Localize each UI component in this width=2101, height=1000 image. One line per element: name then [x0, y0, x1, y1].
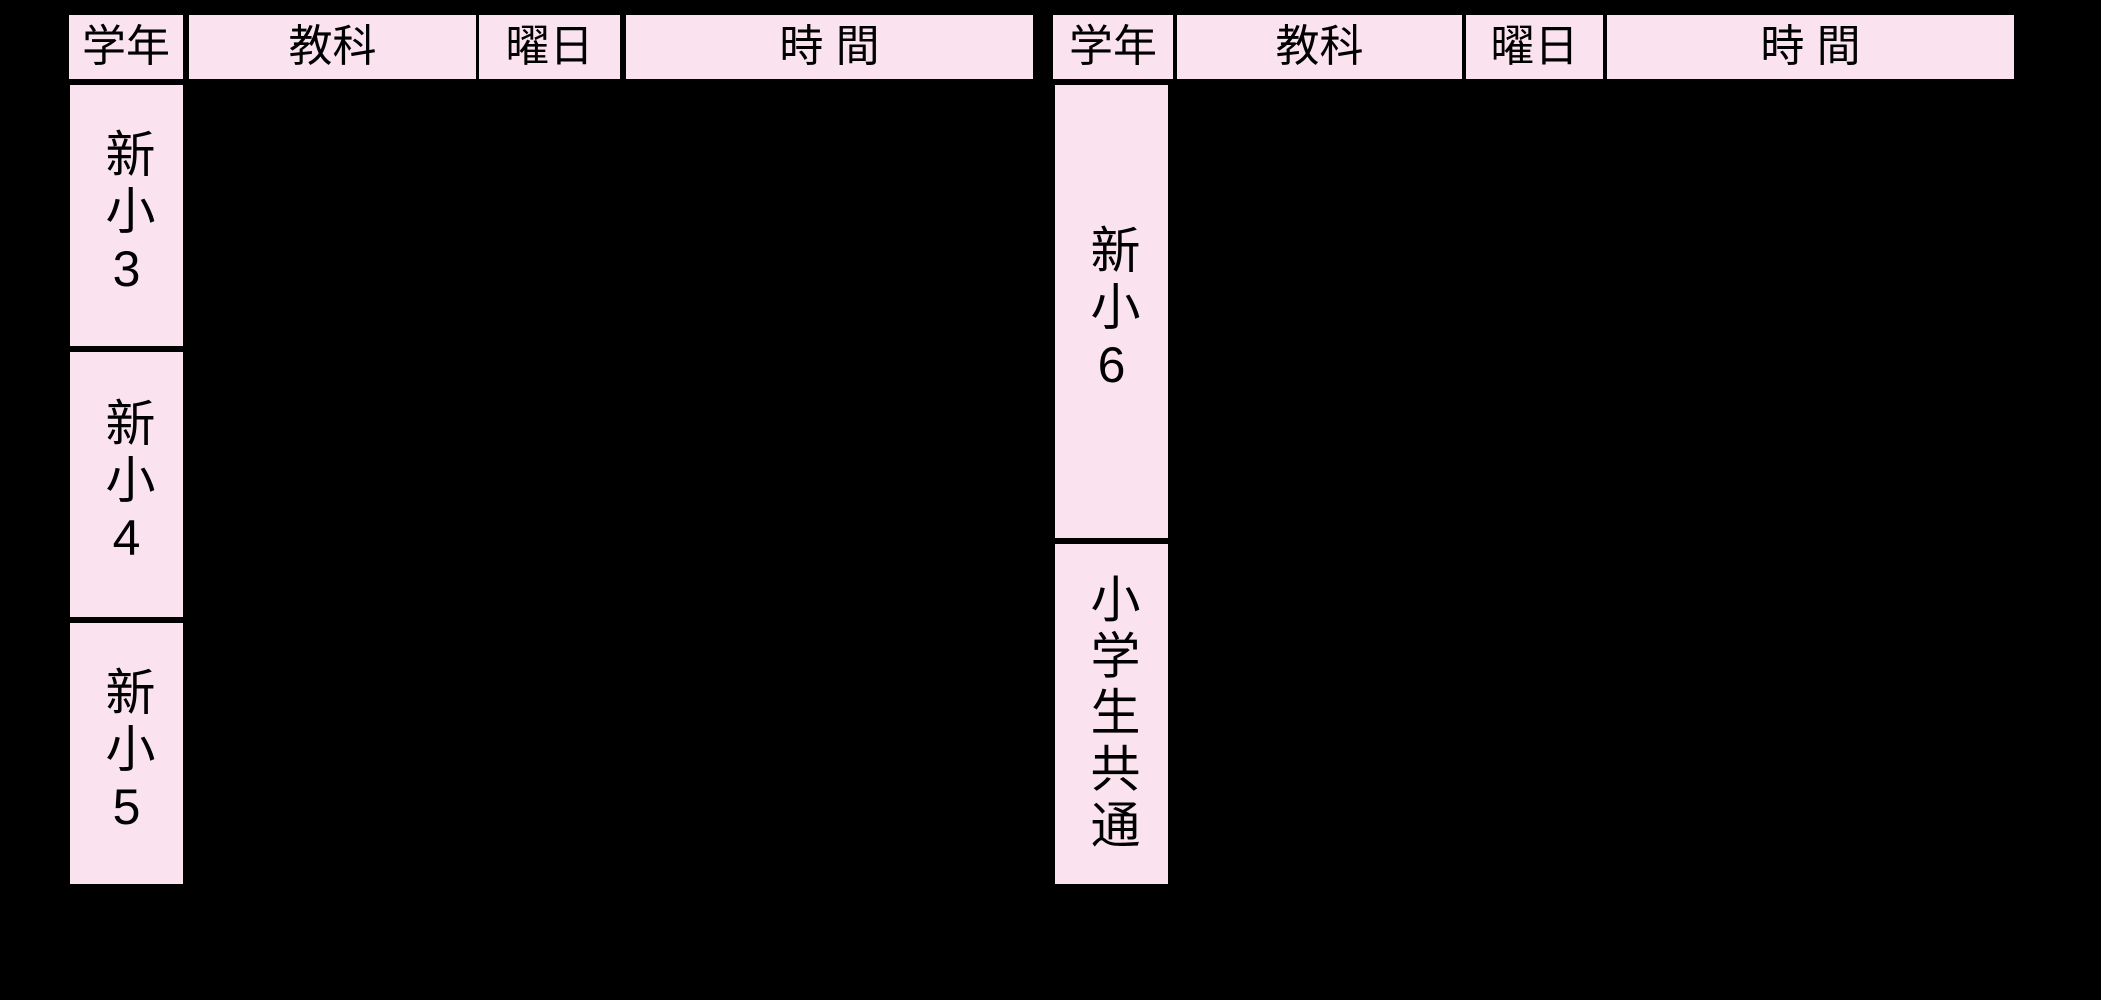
- right-header-subject: 教科: [1177, 15, 1462, 79]
- grade-label: 新小6: [1083, 223, 1140, 400]
- right-grade-row-shogakusei-kyotsu: 小学生共通: [1055, 544, 1168, 887]
- right-header-day: 曜日: [1466, 15, 1603, 79]
- left-header-day: 曜日: [479, 15, 620, 79]
- grade-label: 小学生共通: [1083, 572, 1140, 856]
- left-grade-row-shinsho5: 新小5: [70, 623, 183, 887]
- left-grade-row-shinsho4: 新小4: [70, 352, 183, 620]
- left-header-subject: 教科: [189, 15, 476, 79]
- left-header-grade: 学年: [69, 15, 183, 79]
- grade-label: 新小4: [98, 396, 155, 573]
- grade-label: 新小3: [98, 127, 155, 304]
- right-header-time: 時 間: [1607, 15, 2014, 79]
- right-header-grade: 学年: [1053, 15, 1173, 79]
- left-grade-row-shinsho3: 新小3: [70, 85, 183, 349]
- right-grade-row-shinsho6: 新小6: [1055, 85, 1168, 541]
- grade-label: 新小5: [98, 665, 155, 842]
- left-header-time: 時 間: [626, 15, 1033, 79]
